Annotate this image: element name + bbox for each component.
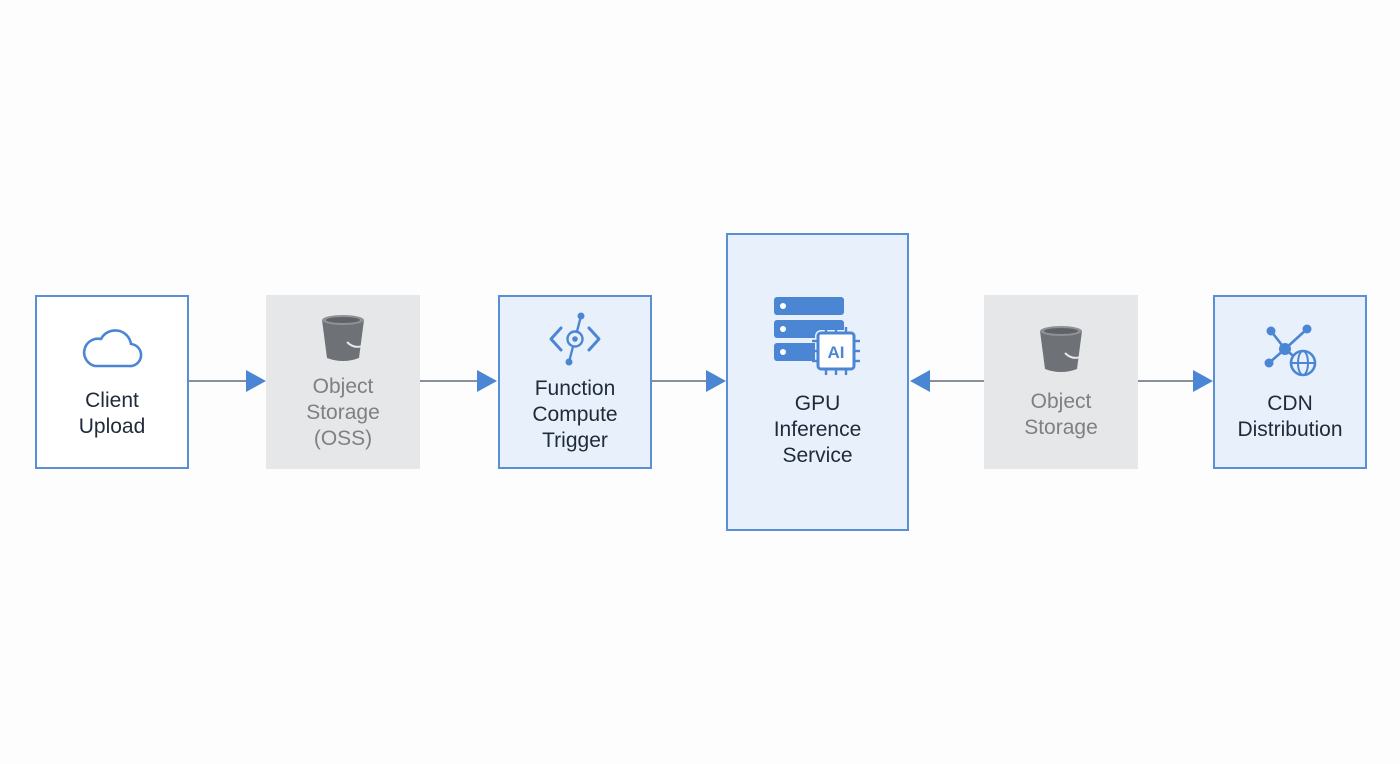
ai-chip-icon: AI <box>811 327 860 375</box>
cloud-icon <box>82 329 143 368</box>
chip-label: AI <box>827 343 844 362</box>
edge-storage-to-cdn <box>1138 370 1213 392</box>
bucket-icon <box>1040 326 1082 372</box>
function-trigger-icon <box>549 312 601 366</box>
edge-storage-to-gpu <box>910 370 984 392</box>
bucket-icon <box>322 315 364 361</box>
arrowhead-right <box>246 370 266 392</box>
node-label: Object Storage (OSS) <box>306 375 380 450</box>
node-object-storage[interactable]: Object Storage <box>984 295 1138 469</box>
globe-icon <box>1289 349 1317 377</box>
node-label: Object Storage <box>1024 390 1098 439</box>
arrowhead-left <box>910 370 930 392</box>
arrowhead-right <box>477 370 497 392</box>
node-label: GPU Inference Service <box>773 392 862 467</box>
edge-function-to-gpu <box>652 370 726 392</box>
node-cdn-distribution[interactable]: CDN Distribution <box>1213 295 1367 469</box>
edge-oss-to-function <box>420 370 497 392</box>
edge-client-to-oss <box>189 370 266 392</box>
node-label: Function Compute Trigger <box>532 377 618 452</box>
node-label: Client Upload <box>78 389 146 438</box>
node-client-upload[interactable]: Client Upload <box>35 295 189 469</box>
network-globe-icon <box>1264 324 1317 377</box>
arrowhead-right <box>706 370 726 392</box>
node-label: CDN Distribution <box>1237 392 1343 441</box>
node-gpu-inference-service[interactable]: AI GPU Inference Service <box>726 233 909 531</box>
arrowhead-right <box>1193 370 1213 392</box>
node-function-compute-trigger[interactable]: Function Compute Trigger <box>498 295 652 469</box>
server-ai-chip-icon: AI <box>773 297 860 375</box>
node-object-storage-oss[interactable]: Object Storage (OSS) <box>266 295 420 469</box>
